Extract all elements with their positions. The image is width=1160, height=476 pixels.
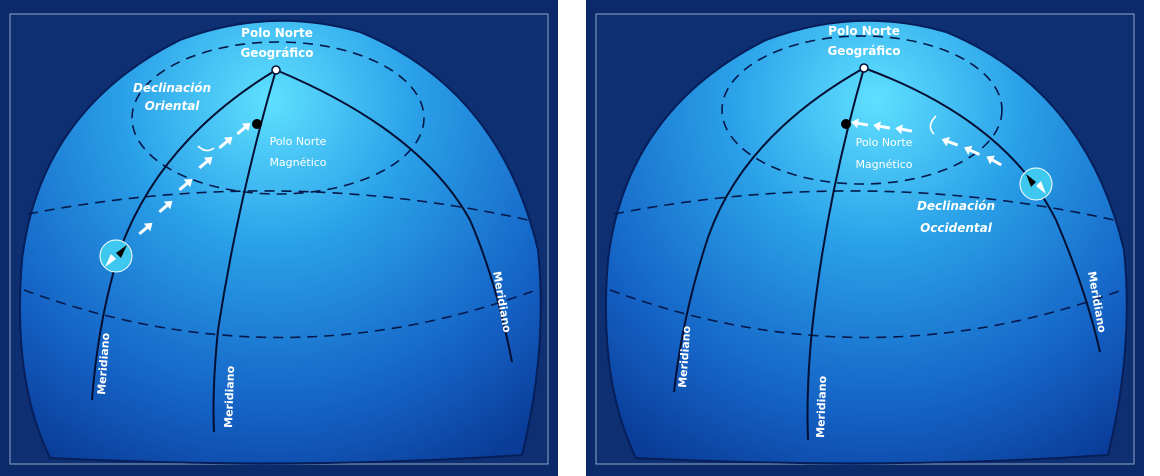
declination-label-2: Oriental	[145, 99, 201, 113]
dome-diagram-oriental: Polo Norte Geográfico Declinación Orient…	[0, 0, 558, 476]
declination-label-2: Occidental	[920, 221, 993, 235]
geographic-north-pole-marker	[272, 66, 280, 74]
geographic-north-pole-marker	[860, 64, 868, 72]
compass-icon	[1020, 168, 1052, 200]
geographic-north-pole-label-1: Polo Norte	[828, 24, 900, 38]
declination-label-1: Declinación	[133, 81, 211, 95]
magnetic-north-pole-label-2: Magnético	[269, 156, 326, 169]
panel-oriental: Polo Norte Geográfico Declinación Orient…	[0, 0, 558, 476]
compass-icon	[100, 240, 132, 272]
geographic-north-pole-label-1: Polo Norte	[241, 26, 313, 40]
geographic-north-pole-label-2: Geográfico	[240, 46, 313, 60]
meridian-label-center: Meridiano	[814, 375, 829, 438]
geographic-north-pole-label-2: Geográfico	[827, 44, 900, 58]
dome-diagram-occidental: Polo Norte Geográfico Polo Norte Magnéti…	[586, 0, 1144, 476]
panel-occidental: Polo Norte Geográfico Polo Norte Magnéti…	[586, 0, 1144, 476]
magnetic-north-pole-label-1: Polo Norte	[270, 135, 327, 148]
declination-label-1: Declinación	[917, 199, 995, 213]
magnetic-north-pole-marker	[252, 119, 262, 129]
meridian-label-center: Meridiano	[222, 365, 237, 428]
magnetic-north-pole-marker	[841, 119, 851, 129]
magnetic-north-pole-label-2: Magnético	[855, 158, 912, 171]
magnetic-north-pole-label-1: Polo Norte	[856, 136, 913, 149]
